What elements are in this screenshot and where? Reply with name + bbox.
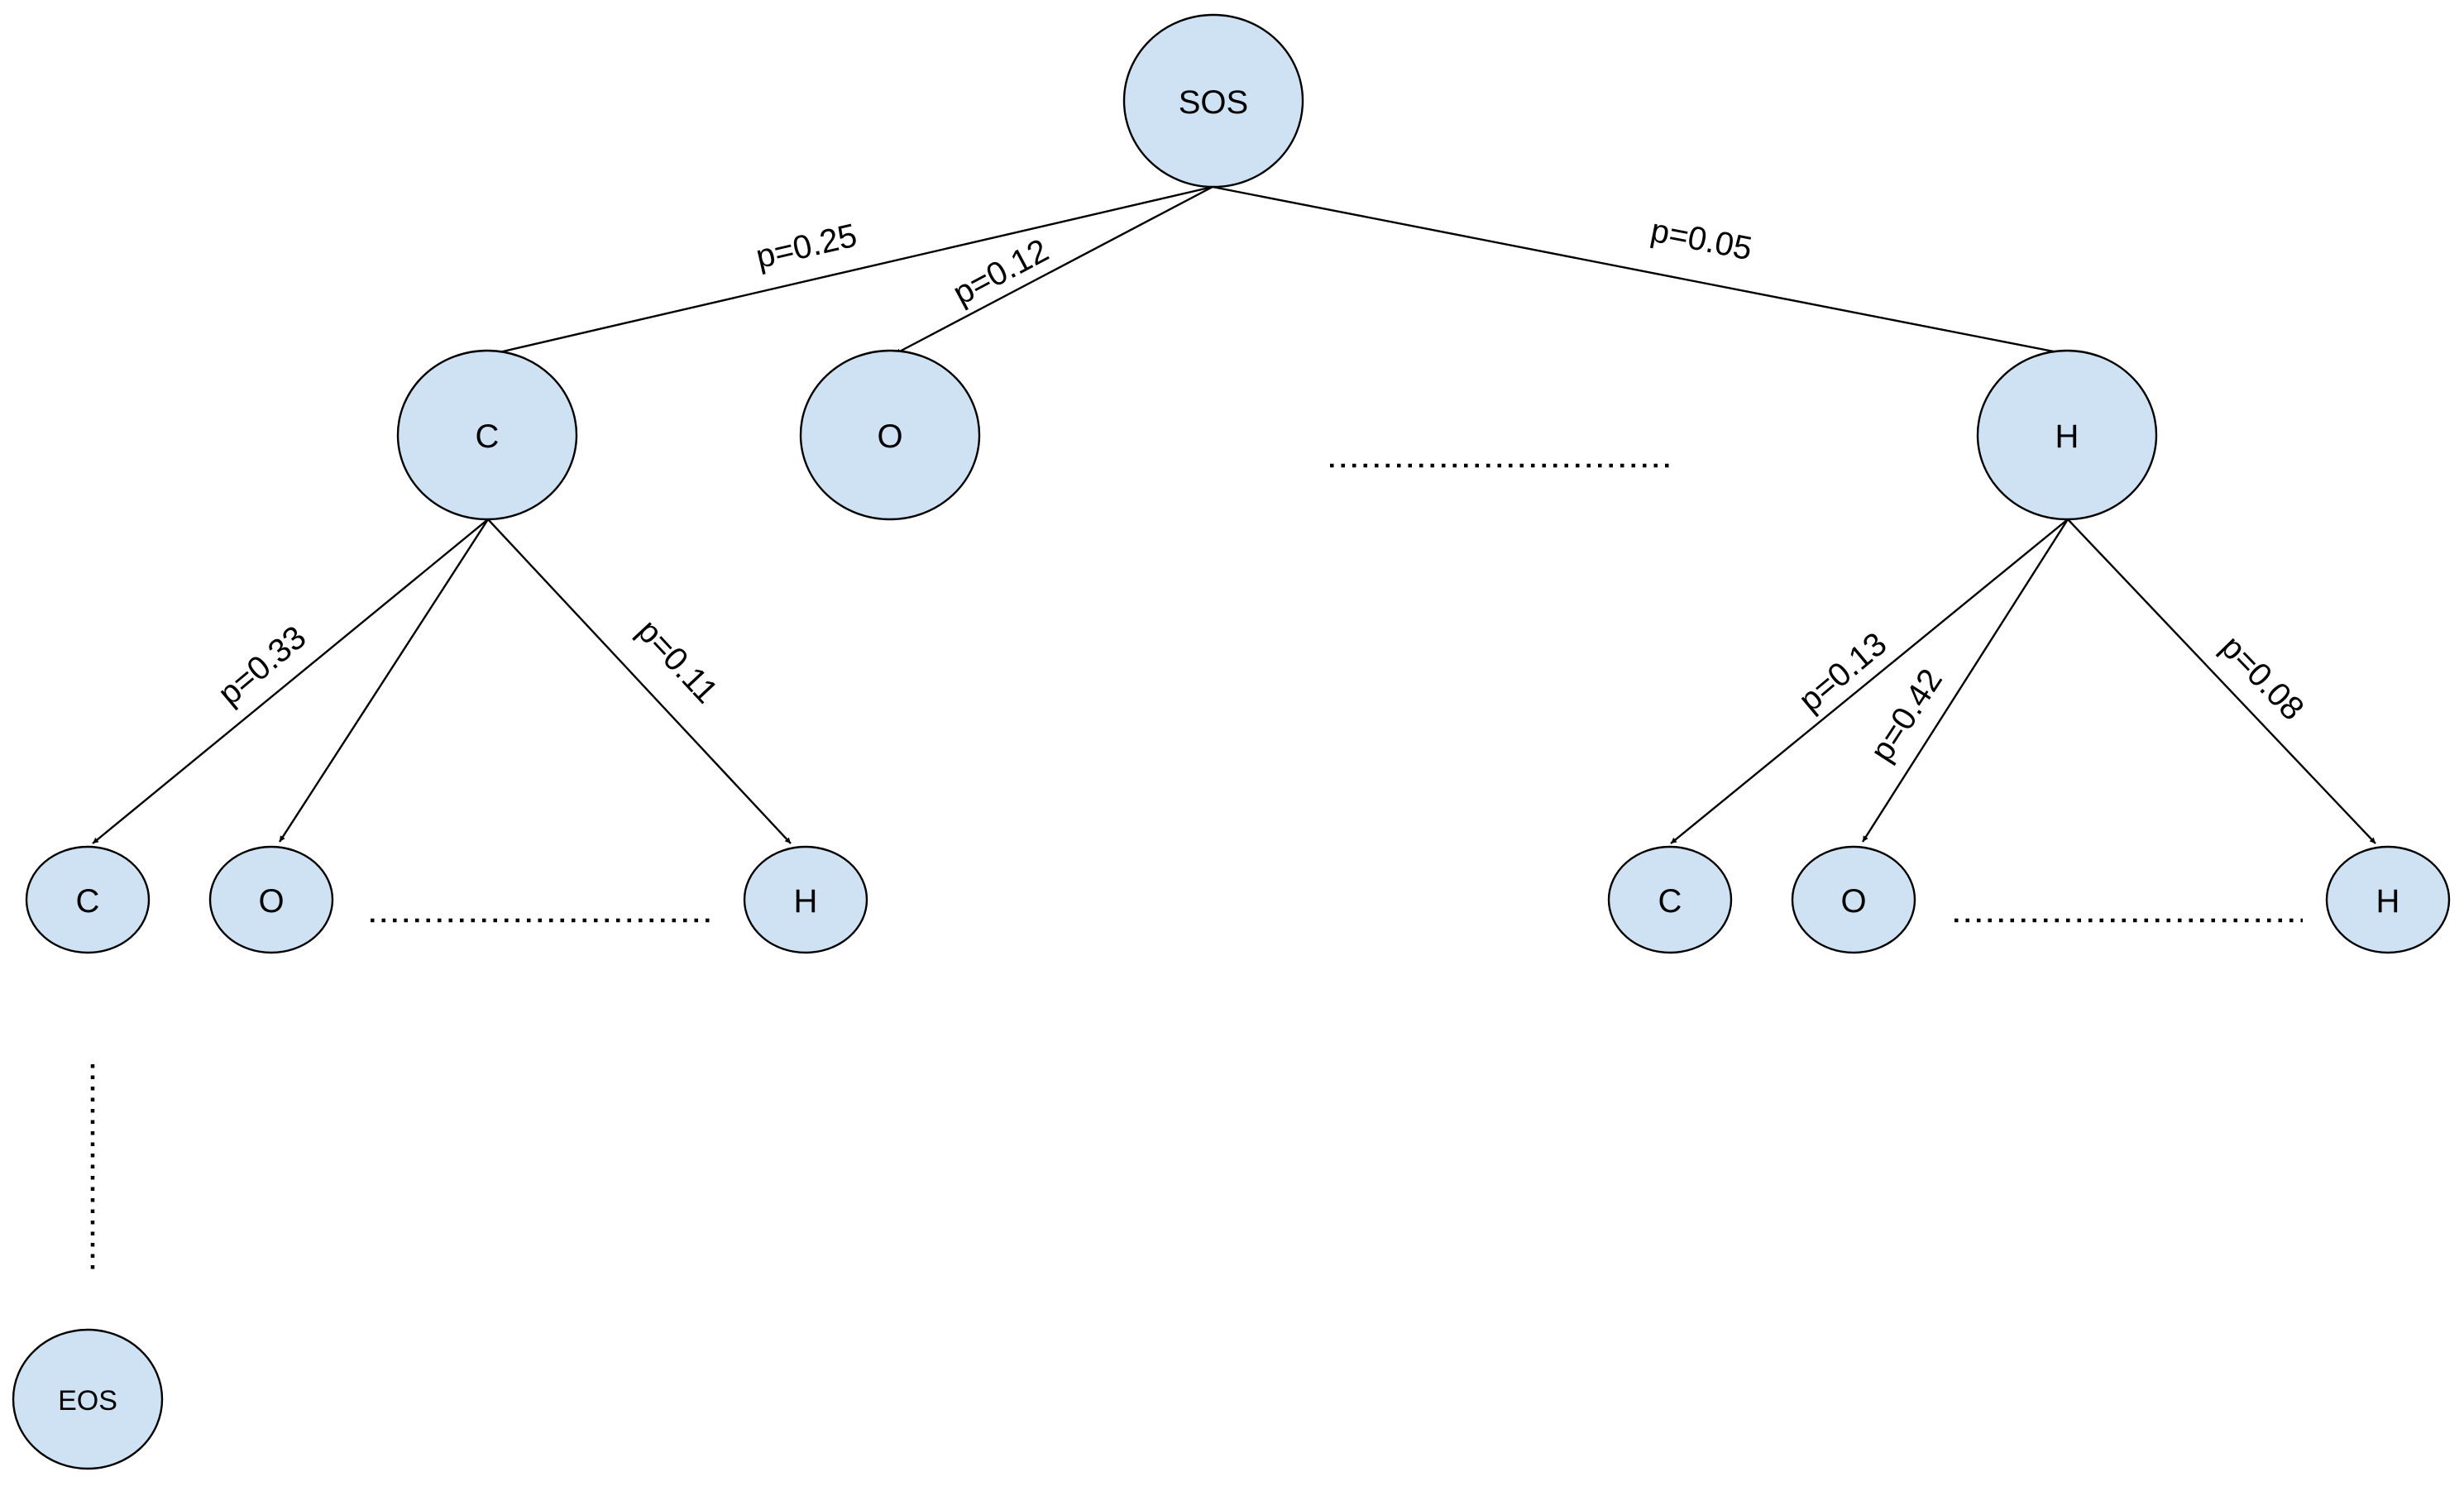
node-label-o-level2-right: O (1840, 883, 1866, 920)
edge-label-sos-c: p=0.25 (753, 217, 860, 276)
node-o-level2-left: O (208, 845, 334, 954)
node-eos: EOS (12, 1328, 164, 1470)
edge-label-h-c: p=0.13 (1792, 625, 1894, 719)
node-sos: SOS (1122, 13, 1304, 189)
node-label-h-level2-left: H (794, 883, 818, 920)
node-label-sos: SOS (1179, 84, 1248, 121)
edge-label-h-h: p=0.08 (2213, 628, 2310, 727)
node-c-level2-right: C (1607, 845, 1733, 954)
edge-h-c: p=0.13 (1670, 518, 2069, 844)
node-o-level1: O (799, 349, 981, 521)
node-o-level2-right: O (1791, 845, 1916, 954)
edge-label-h-o: p=0.42 (1864, 662, 1950, 768)
edge-h-h: p=0.08 (2067, 518, 2376, 844)
node-label-eos: EOS (58, 1385, 117, 1417)
node-label-c-level1: C (476, 418, 500, 455)
edge-sos-c: p=0.25 (491, 185, 1213, 356)
edge-c-h: p=0.11 (487, 518, 792, 844)
node-label-c-level2-right: C (1658, 883, 1682, 920)
edge-c-o (278, 518, 490, 843)
node-c-level2-left: C (25, 845, 151, 954)
node-label-c-level2-left: C (76, 883, 100, 920)
node-h-level2-right: H (2325, 845, 2451, 954)
node-h-level1: H (1976, 349, 2158, 521)
node-label-h-level2-right: H (2376, 883, 2400, 920)
edge-c-c: p=0.33 (92, 518, 489, 844)
edge-h-o: p=0.42 (1861, 518, 2069, 843)
edge-sos-o: p=0.12 (894, 185, 1213, 356)
edge-label-sos-h: p=0.05 (1648, 213, 1755, 268)
edge-sos-h: p=0.05 (1212, 185, 2067, 356)
node-label-h-level1: H (2055, 418, 2079, 455)
node-label-o-level1: O (877, 418, 902, 455)
node-h-level2-left: H (743, 845, 868, 954)
edge-label-c-h: p=0.11 (630, 613, 725, 710)
node-c-level1: C (396, 349, 578, 521)
node-label-o-level2-left: O (258, 883, 284, 920)
edge-label-c-c: p=0.33 (212, 619, 313, 712)
